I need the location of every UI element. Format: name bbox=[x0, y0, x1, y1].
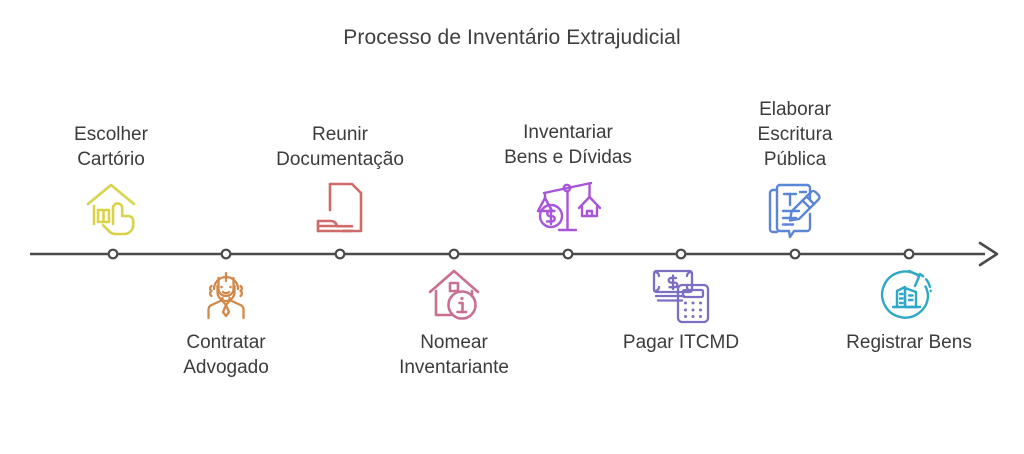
building-refresh-icon bbox=[878, 266, 940, 324]
timeline-step-reunir-documentacao[interactable]: Reunir Documentação bbox=[240, 122, 440, 238]
axis-arrow-icon bbox=[978, 241, 999, 267]
step-label: Reunir Documentação bbox=[276, 124, 404, 170]
timeline-step-pagar-itcmd[interactable]: Pagar ITCMD bbox=[581, 266, 781, 355]
balance-scale-money-house-icon bbox=[534, 176, 602, 238]
timeline-node[interactable] bbox=[448, 248, 460, 260]
house-info-icon bbox=[423, 266, 485, 324]
step-label: Nomear Inventariante bbox=[399, 332, 509, 378]
timeline-node[interactable] bbox=[675, 248, 687, 260]
step-label: Inventariar Bens e Dívidas bbox=[504, 122, 632, 168]
timeline-node[interactable] bbox=[789, 248, 801, 260]
timeline-node[interactable] bbox=[220, 248, 232, 260]
timeline-step-nomear-inventariante[interactable]: Nomear Inventariante bbox=[354, 266, 554, 380]
timeline-step-escolher-cartorio[interactable]: Escolher Cartório bbox=[11, 122, 211, 238]
house-hand-choose-icon bbox=[80, 178, 142, 238]
timeline-step-inventariar-bens-dividas[interactable]: Inventariar Bens e Dívidas bbox=[468, 120, 668, 238]
timeline-step-elaborar-escritura-publica[interactable]: Elaborar Escritura Pública bbox=[695, 97, 895, 239]
step-label: Contratar Advogado bbox=[183, 332, 269, 378]
step-label: Registrar Bens bbox=[846, 332, 972, 353]
timeline-node[interactable] bbox=[903, 248, 915, 260]
money-calculator-icon bbox=[648, 266, 714, 324]
timeline-node[interactable] bbox=[334, 248, 346, 260]
step-label: Elaborar Escritura Pública bbox=[757, 99, 833, 170]
timeline-step-registrar-bens[interactable]: Registrar Bens bbox=[809, 266, 1009, 355]
lawyer-person-icon bbox=[195, 266, 257, 324]
step-label: Pagar ITCMD bbox=[622, 332, 740, 353]
timeline-node[interactable] bbox=[562, 248, 574, 260]
timeline-step-contratar-advogado[interactable]: Contratar Advogado bbox=[126, 266, 326, 380]
page-title: Processo de Inventário Extrajudicial bbox=[343, 26, 681, 49]
step-label: Escolher Cartório bbox=[74, 124, 148, 170]
document-stamp-icon bbox=[309, 178, 371, 238]
document-pencil-icon bbox=[763, 178, 827, 239]
timeline-node[interactable] bbox=[107, 248, 119, 260]
